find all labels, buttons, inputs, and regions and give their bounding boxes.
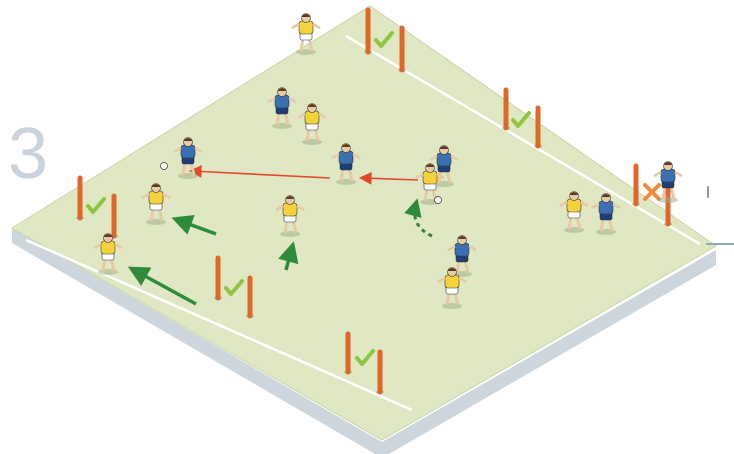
ball	[161, 163, 168, 170]
cross-icon	[645, 185, 659, 199]
ball	[435, 197, 442, 204]
